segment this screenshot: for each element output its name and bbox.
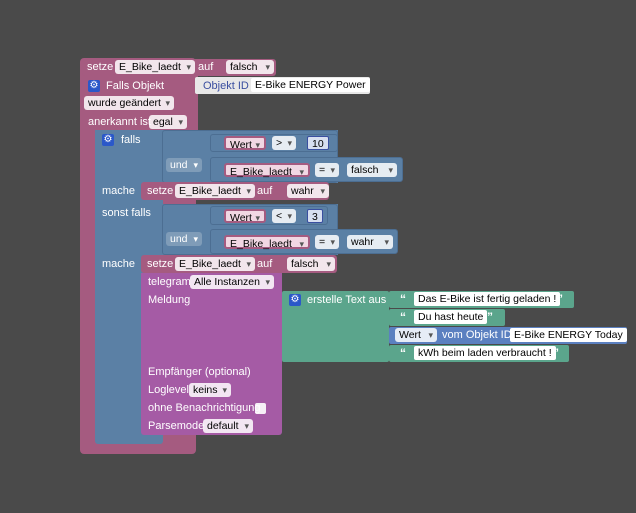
cond2-left-dropdown[interactable]: E_Bike_laedt	[224, 163, 310, 179]
text-block-3[interactable]: “ kWh beim laden verbraucht ! ”	[389, 345, 569, 362]
cond1-op-dropdown[interactable]: >	[272, 136, 296, 150]
object-id-field[interactable]: Objekt ID E-Bike ENERGY Power	[195, 77, 370, 94]
from-object-label: vom Objekt ID	[442, 329, 512, 341]
quote-open-icon: “	[400, 346, 406, 360]
ack-label: anerkannt ist	[88, 116, 151, 128]
quote-close-icon: ”	[487, 310, 493, 324]
top-set-variable-dropdown[interactable]: E_Bike_laedt	[115, 60, 195, 74]
object-id-label: Objekt ID	[203, 80, 249, 92]
if-gear-icon[interactable]: ⚙	[102, 134, 114, 146]
set1-value-dropdown[interactable]: wahr	[287, 184, 329, 198]
ack-dropdown[interactable]: egal	[149, 115, 187, 129]
and-dropdown-2[interactable]: und	[166, 232, 202, 246]
compare-block-3[interactable]: Wert < 3	[210, 206, 328, 225]
set1-to-label: auf	[257, 185, 273, 197]
compare-block-2[interactable]: E_Bike_laedt = falsch	[210, 157, 403, 182]
parsemode-label: Parsemode	[148, 420, 205, 432]
join-gear-icon[interactable]: ⚙	[289, 294, 301, 306]
quote-close-icon: ”	[557, 292, 563, 306]
telegram-label: telegram	[148, 276, 191, 288]
set2-to-label: auf	[257, 258, 273, 270]
gear-icon[interactable]: ⚙	[88, 80, 100, 92]
cond3-left-dropdown[interactable]: Wert	[224, 209, 266, 225]
compare-block-1[interactable]: Wert > 10	[210, 134, 338, 152]
cond1-right-value[interactable]: 10	[307, 136, 329, 150]
get-value-dropdown[interactable]: Wert	[395, 328, 437, 342]
from-object-value[interactable]: E-Bike ENERGY Today	[510, 328, 627, 342]
set2-value-dropdown[interactable]: falsch	[287, 257, 335, 271]
cond4-op-dropdown[interactable]: =	[315, 235, 339, 249]
text-block-2[interactable]: “ Du hast heute ”	[389, 309, 505, 326]
loglevel-dropdown[interactable]: keins	[189, 383, 231, 397]
if-label: falls	[121, 134, 141, 146]
cond2-op-dropdown[interactable]: =	[315, 163, 339, 177]
text-3-value[interactable]: kWh beim laden verbraucht !	[414, 346, 556, 360]
set2-variable-dropdown[interactable]: E_Bike_laedt	[175, 257, 255, 271]
cond1-left-dropdown[interactable]: Wert	[224, 136, 266, 152]
compare-block-4[interactable]: E_Bike_laedt = wahr	[210, 229, 398, 254]
parsemode-dropdown[interactable]: default	[203, 419, 253, 433]
top-set-label: setze	[87, 61, 114, 73]
cond3-op-dropdown[interactable]: <	[272, 209, 296, 223]
quote-open-icon: “	[400, 292, 406, 306]
changed-dropdown[interactable]: wurde geändert	[84, 96, 174, 110]
silent-checkbox[interactable]	[255, 403, 266, 414]
top-set-to-label: auf	[198, 61, 214, 73]
do-label-2: mache	[102, 258, 136, 270]
set-block-2[interactable]: setze E_Bike_laedt auf falsch	[141, 255, 337, 273]
do-label-1: mache	[102, 185, 136, 197]
trigger-label: Falls Objekt	[106, 80, 165, 92]
recipient-label: Empfänger (optional)	[148, 366, 251, 378]
top-set-block[interactable]: setze E_Bike_laedt auf falsch	[82, 59, 276, 76]
text-1-value[interactable]: Das E-Bike ist fertig geladen !	[414, 292, 561, 306]
cond2-right-dropdown[interactable]: falsch	[347, 163, 397, 177]
message-label: Meldung	[148, 294, 191, 306]
top-set-value-dropdown[interactable]: falsch	[226, 60, 274, 74]
quote-close-icon: ”	[553, 346, 559, 360]
set2-label: setze	[147, 258, 174, 270]
set1-variable-dropdown[interactable]: E_Bike_laedt	[175, 184, 255, 198]
cond3-right-value[interactable]: 3	[307, 209, 323, 223]
join-label: erstelle Text aus	[307, 294, 387, 306]
quote-open-icon: “	[400, 310, 406, 324]
set-block-1[interactable]: setze E_Bike_laedt auf wahr	[141, 182, 329, 200]
object-id-value[interactable]: E-Bike ENERGY Power	[251, 78, 370, 92]
silent-label: ohne Benachrichtigung	[148, 402, 261, 414]
loglevel-label: Loglevel	[148, 384, 189, 396]
get-value-block[interactable]: Wert vom Objekt ID E-Bike ENERGY Today	[389, 327, 627, 344]
telegram-instance-dropdown[interactable]: Alle Instanzen	[190, 275, 274, 289]
and-dropdown-1[interactable]: und	[166, 158, 202, 172]
text-block-1[interactable]: “ Das E-Bike ist fertig geladen ! ”	[389, 291, 574, 308]
elseif-label: sonst falls	[102, 207, 151, 219]
set1-label: setze	[147, 185, 174, 197]
cond4-right-dropdown[interactable]: wahr	[347, 235, 393, 249]
text-2-value[interactable]: Du hast heute	[414, 310, 488, 324]
cond4-left-dropdown[interactable]: E_Bike_laedt	[224, 235, 310, 251]
